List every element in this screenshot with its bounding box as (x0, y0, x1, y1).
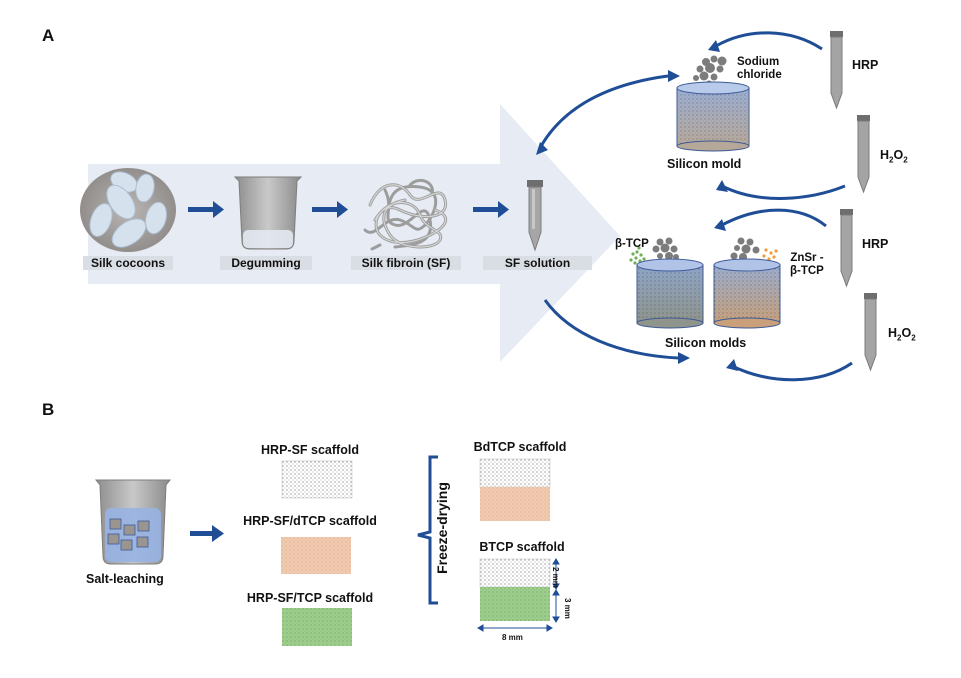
arrowhead (536, 142, 548, 155)
step-label-silk-cocoons: Silk cocoons (83, 256, 173, 270)
bottom-layer-dimension: 3 mm (563, 598, 572, 619)
hrp-tube-icon (840, 209, 854, 288)
width-dimension: 8 mm (502, 633, 523, 642)
scaffold-block-bdtcp (479, 458, 551, 521)
scaffold-title: BTCP scaffold (479, 540, 565, 554)
hrp-tube-icon (830, 31, 844, 110)
fiber-tangle-icon (360, 175, 455, 251)
silicon-mold-icon (676, 54, 756, 154)
hrp-label: HRP (852, 58, 879, 72)
curved-arrow-to-mold (538, 74, 669, 149)
beta-tcp-label: β-TCP (615, 238, 649, 250)
scaffold-title: HRP-SF scaffold (261, 443, 359, 457)
znsr-beta-tcp-label: ZnSr - β-TCP (790, 252, 824, 278)
chloride-label: chloride (737, 69, 782, 81)
sodium-label: Sodium (737, 56, 780, 68)
h2o2-tube-icon (864, 293, 878, 372)
beta-tcp-label-2: β-TCP (790, 265, 824, 277)
scaffold-block-hrp-sf-dtcp (281, 537, 351, 574)
beaker-icon (233, 175, 303, 251)
step-label-silk-fibroin: Silk fibroin (SF) (351, 256, 461, 270)
salt-leaching-label: Salt-leaching (86, 572, 164, 586)
top-layer-dimension: 2 mm (551, 567, 560, 588)
step-label-sf-solution: SF solution (483, 256, 592, 270)
h2o2-label-2: H2O2 (888, 326, 916, 343)
znsr-label: ZnSr - (790, 252, 824, 264)
scaffold-title: BdTCP scaffold (473, 440, 567, 454)
scaffold-block-hrp-sf-tcp (282, 608, 352, 646)
falcon-tube-icon (526, 180, 544, 252)
scaffold-block-btcp (479, 558, 551, 621)
silicon-mold-label: Silicon mold (667, 157, 742, 171)
salt-leaching-beaker-icon (94, 478, 172, 566)
silicon-molds-label: Silicon molds (665, 336, 747, 350)
scaffold-title: HRP-SF/dTCP scaffold (243, 514, 377, 528)
panel-a-label: A (42, 26, 55, 45)
panel-b-label: B (42, 400, 55, 419)
step-label-degumming: Degumming (220, 256, 312, 270)
h2o2-tube-icon (857, 115, 871, 194)
hrp-label-2: HRP (862, 237, 889, 251)
h2o2-label: H2O2 (880, 148, 908, 165)
scaffold-title: HRP-SF/TCP scaffold (246, 591, 374, 605)
scaffold-block-hrp-sf (281, 460, 353, 499)
sodium-chloride-label: Sodium chloride (737, 56, 782, 82)
silk-cocoons-image (79, 168, 177, 253)
silicon-molds-icon (626, 236, 786, 336)
